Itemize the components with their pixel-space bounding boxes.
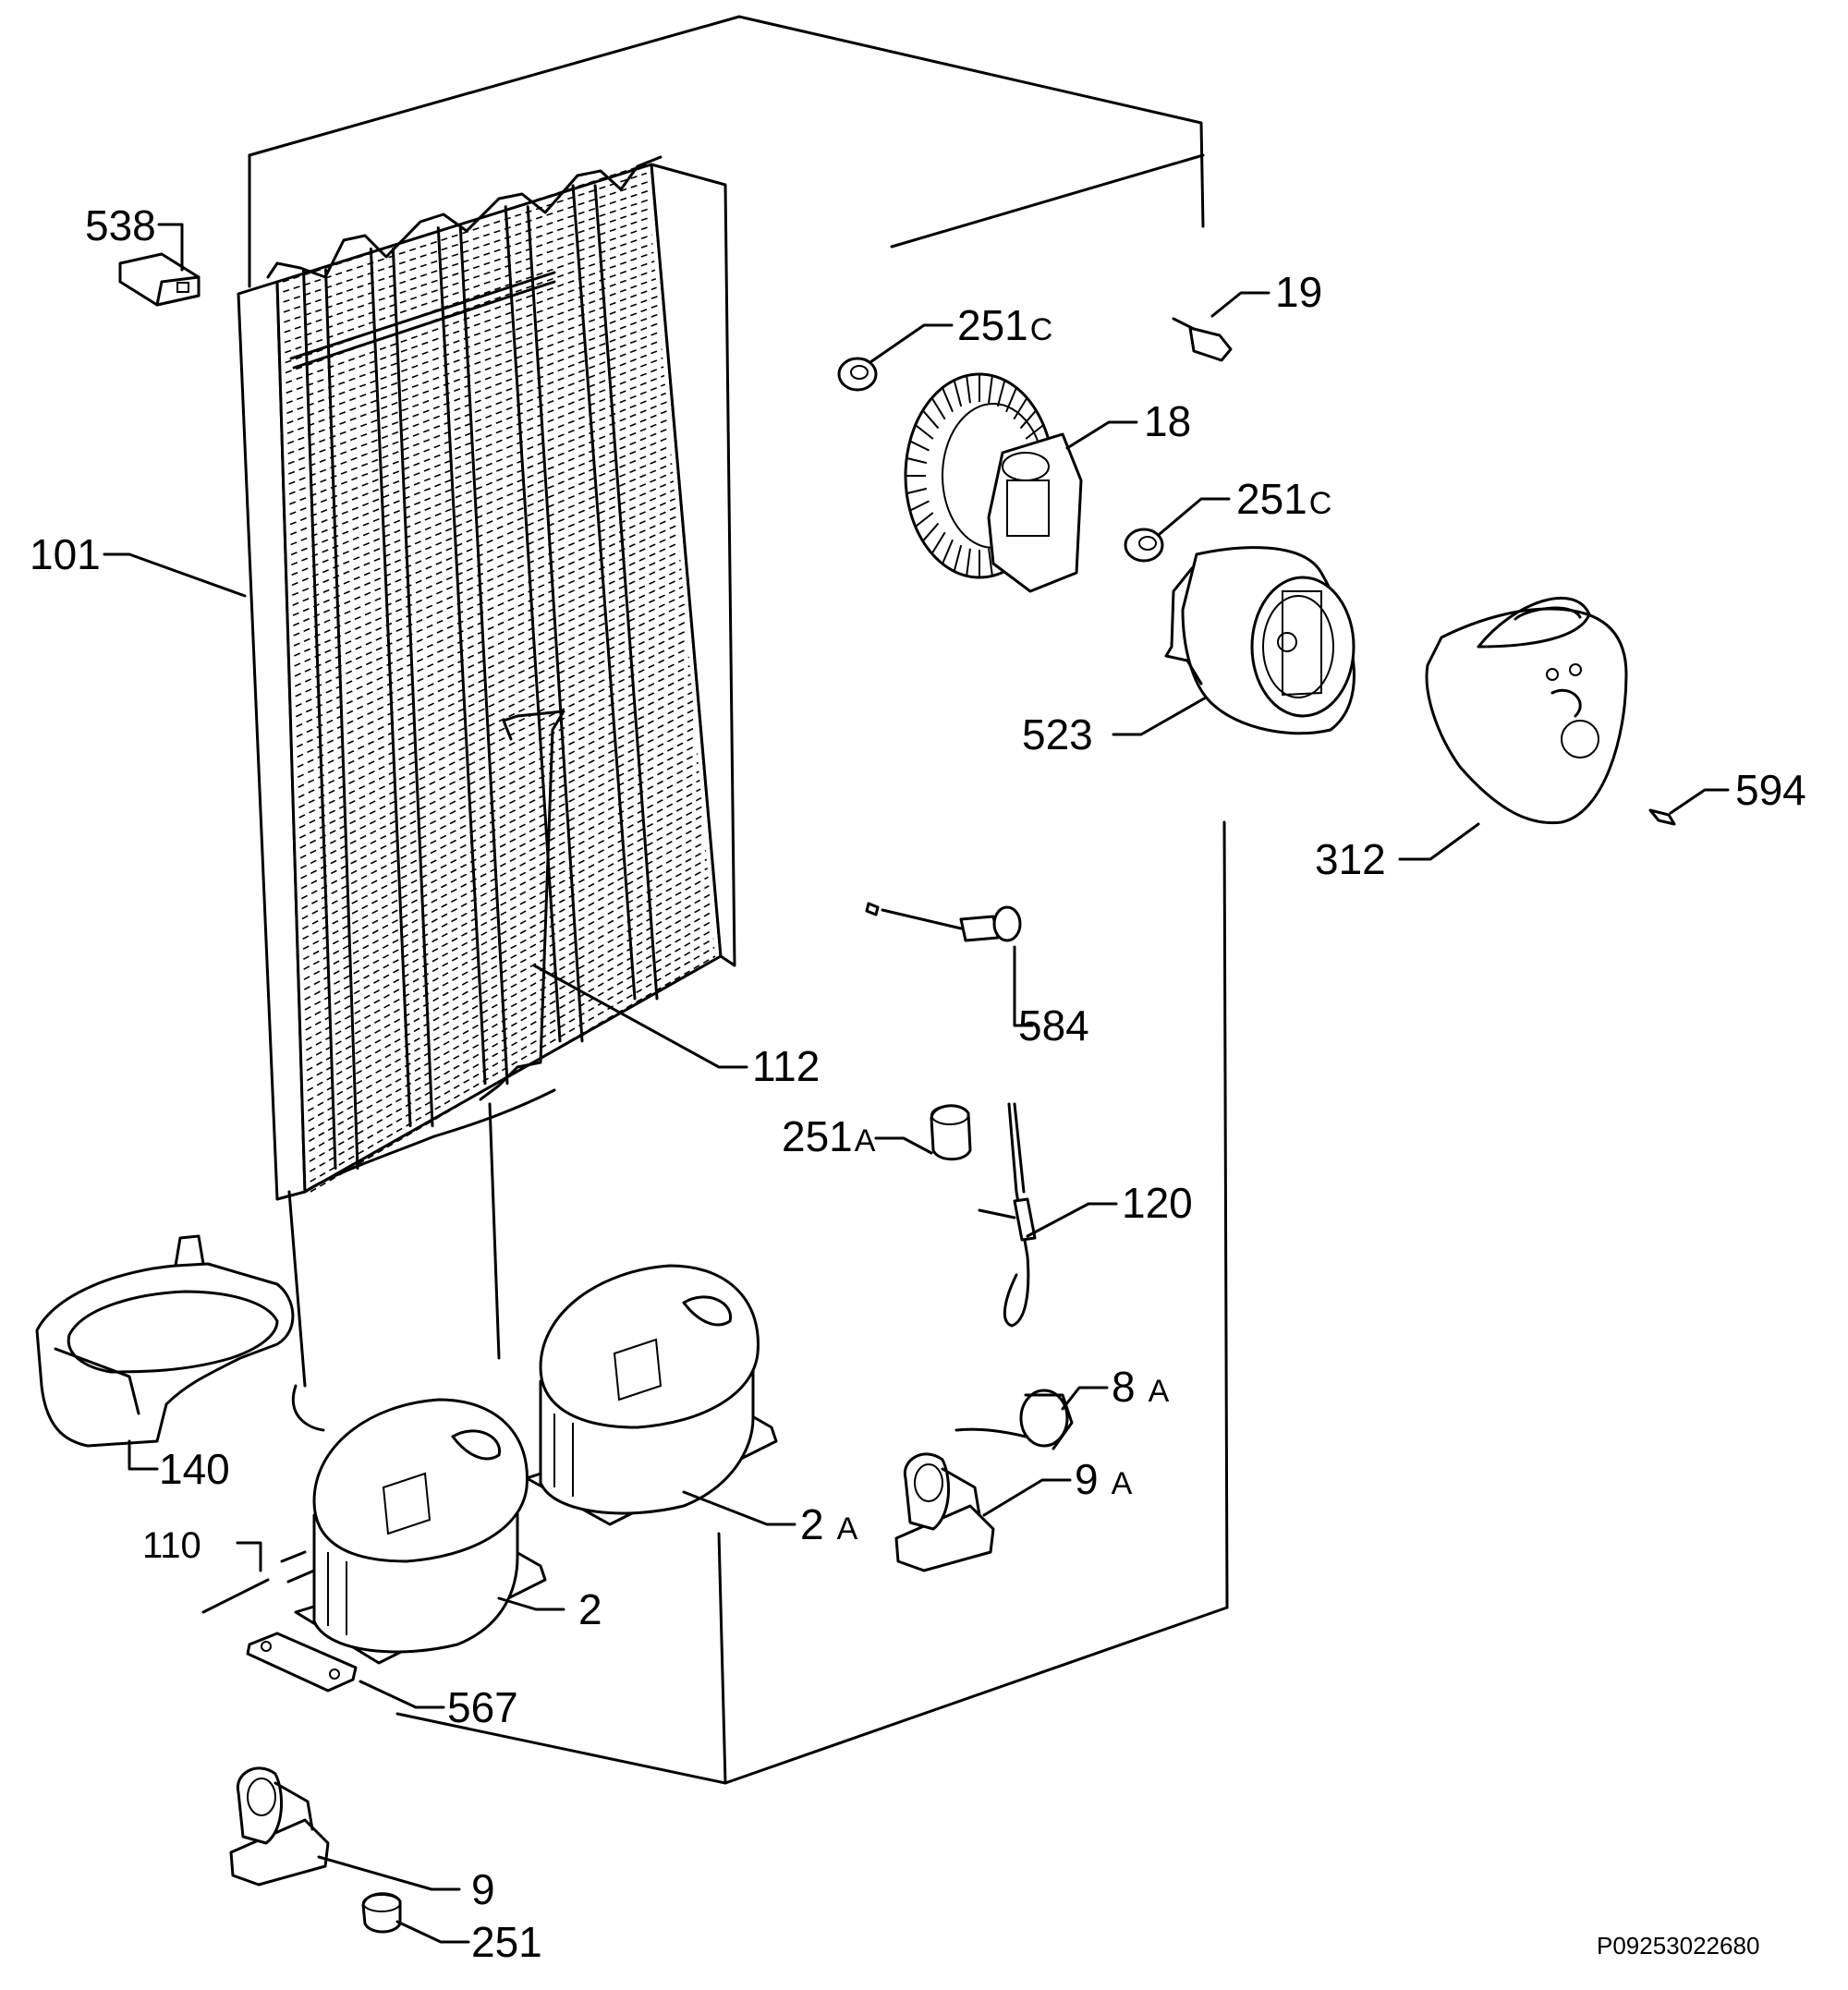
- drip-tray-140: [35, 1234, 295, 1448]
- compressor-2: [294, 1398, 547, 1665]
- label-538: 538: [85, 201, 156, 249]
- label-523: 523: [1022, 710, 1093, 758]
- drawing-code: P09253022680: [1597, 1932, 1759, 1960]
- label-251a: 251A: [782, 1112, 876, 1160]
- label-110: 110: [142, 1525, 201, 1566]
- plate-567: [246, 1632, 358, 1693]
- grommet-251c-top: [837, 357, 878, 392]
- label-101: 101: [30, 530, 101, 578]
- fan-motor-18: [904, 372, 1083, 593]
- label-9: 9: [471, 1865, 495, 1913]
- grommet-251c-mid: [1124, 528, 1164, 563]
- clamp-9: [229, 1766, 330, 1887]
- pin-594: [1648, 808, 1676, 826]
- grommet-251: [361, 1892, 402, 1934]
- label-251: 251: [471, 1918, 542, 1966]
- part-labels: 538 19 251C 18 251C 101 523 594 312 584 …: [30, 201, 1806, 1966]
- label-120: 120: [1122, 1179, 1193, 1227]
- sensor-cable-584: [865, 902, 1022, 942]
- condenser-101: [237, 155, 736, 1432]
- cabinet-outline: [248, 15, 1229, 1785]
- compressor-2a: [525, 1264, 778, 1526]
- label-251c-mid: 251C: [1236, 475, 1331, 523]
- clamp-9a: [894, 1452, 995, 1572]
- grommet-251a: [930, 1104, 972, 1161]
- label-312: 312: [1315, 835, 1386, 883]
- thermostat-wire-120: [978, 1102, 1037, 1328]
- screw-19: [1172, 317, 1233, 362]
- label-584: 584: [1018, 1001, 1089, 1050]
- plug-538: [118, 252, 201, 307]
- leader-lines: [103, 223, 1730, 1944]
- fan-housing-523: [1164, 546, 1356, 735]
- label-18: 18: [1144, 397, 1191, 445]
- label-2: 2: [578, 1585, 602, 1633]
- relay-8a: [954, 1389, 1074, 1450]
- label-19: 19: [1275, 268, 1322, 316]
- label-594: 594: [1735, 766, 1806, 814]
- fan-cover-312: [1425, 596, 1628, 825]
- label-567: 567: [447, 1683, 518, 1731]
- label-251c-top: 251C: [957, 301, 1052, 349]
- pipe-stubs-110: [201, 1550, 316, 1614]
- label-140: 140: [159, 1445, 230, 1493]
- label-112: 112: [752, 1042, 820, 1090]
